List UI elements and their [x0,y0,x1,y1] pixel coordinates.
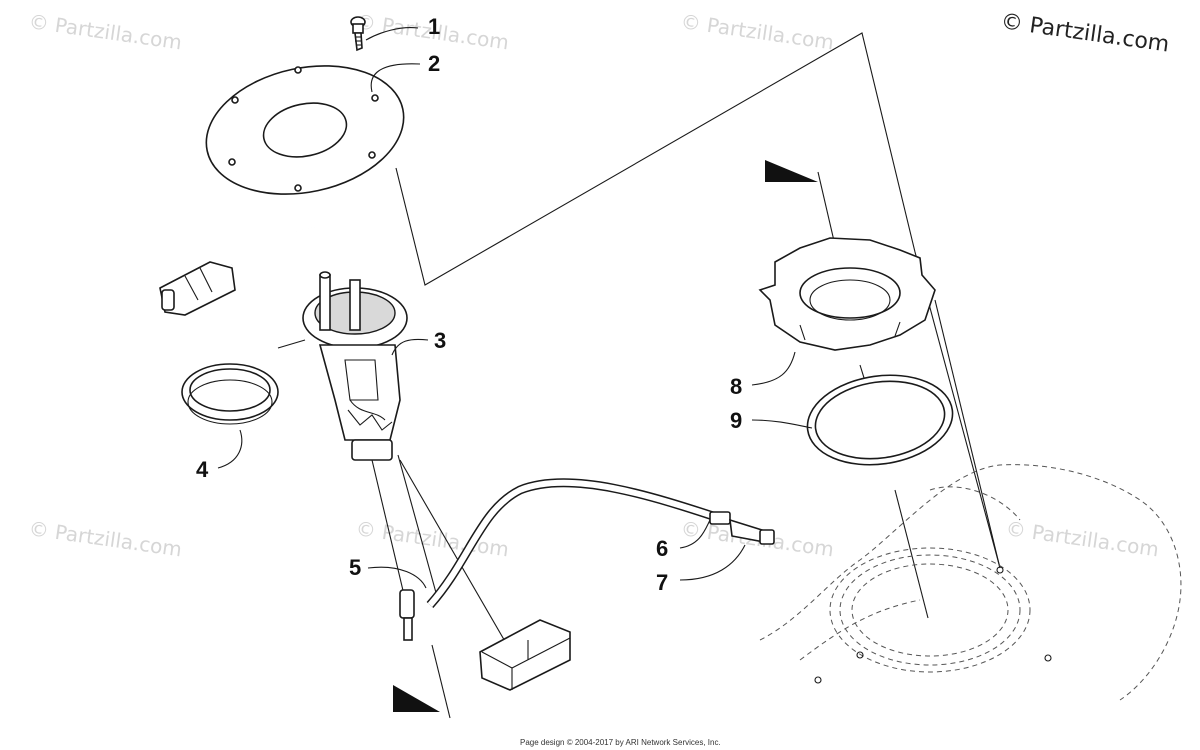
callouts: 1 2 3 4 5 6 7 8 9 [196,14,742,595]
callout-1: 1 [428,14,440,39]
callout-4: 4 [196,457,209,482]
lock-ring [758,237,936,351]
fuel-pump-assembly [159,226,571,691]
callout-5: 5 [349,555,361,580]
callout-2: 2 [428,51,440,76]
watermark-1: © Partzilla.com [27,9,183,54]
gasket-plate [205,65,405,195]
arrow-marker-top [765,160,818,182]
callout-6: 6 [656,536,668,561]
arrow-marker-bottom [393,685,440,712]
watermark-4: © Partzilla.com [27,516,183,561]
screw-part [350,16,366,52]
callout-8: 8 [730,374,742,399]
o-ring [806,374,954,466]
brand-logo: © Partzilla.com [999,9,1171,57]
watermark-7: © Partzilla.com [1004,516,1160,561]
fuel-tank-outline [759,464,1182,701]
footer-copyright: Page design © 2004-2017 by ARI Network S… [520,738,721,747]
seal-ring [181,363,279,425]
callout-7: 7 [656,570,668,595]
leader-lines [217,27,813,589]
watermark-3: © Partzilla.com [679,9,835,54]
callout-9: 9 [730,408,742,433]
callout-3: 3 [434,328,446,353]
fuel-hose [426,478,775,608]
